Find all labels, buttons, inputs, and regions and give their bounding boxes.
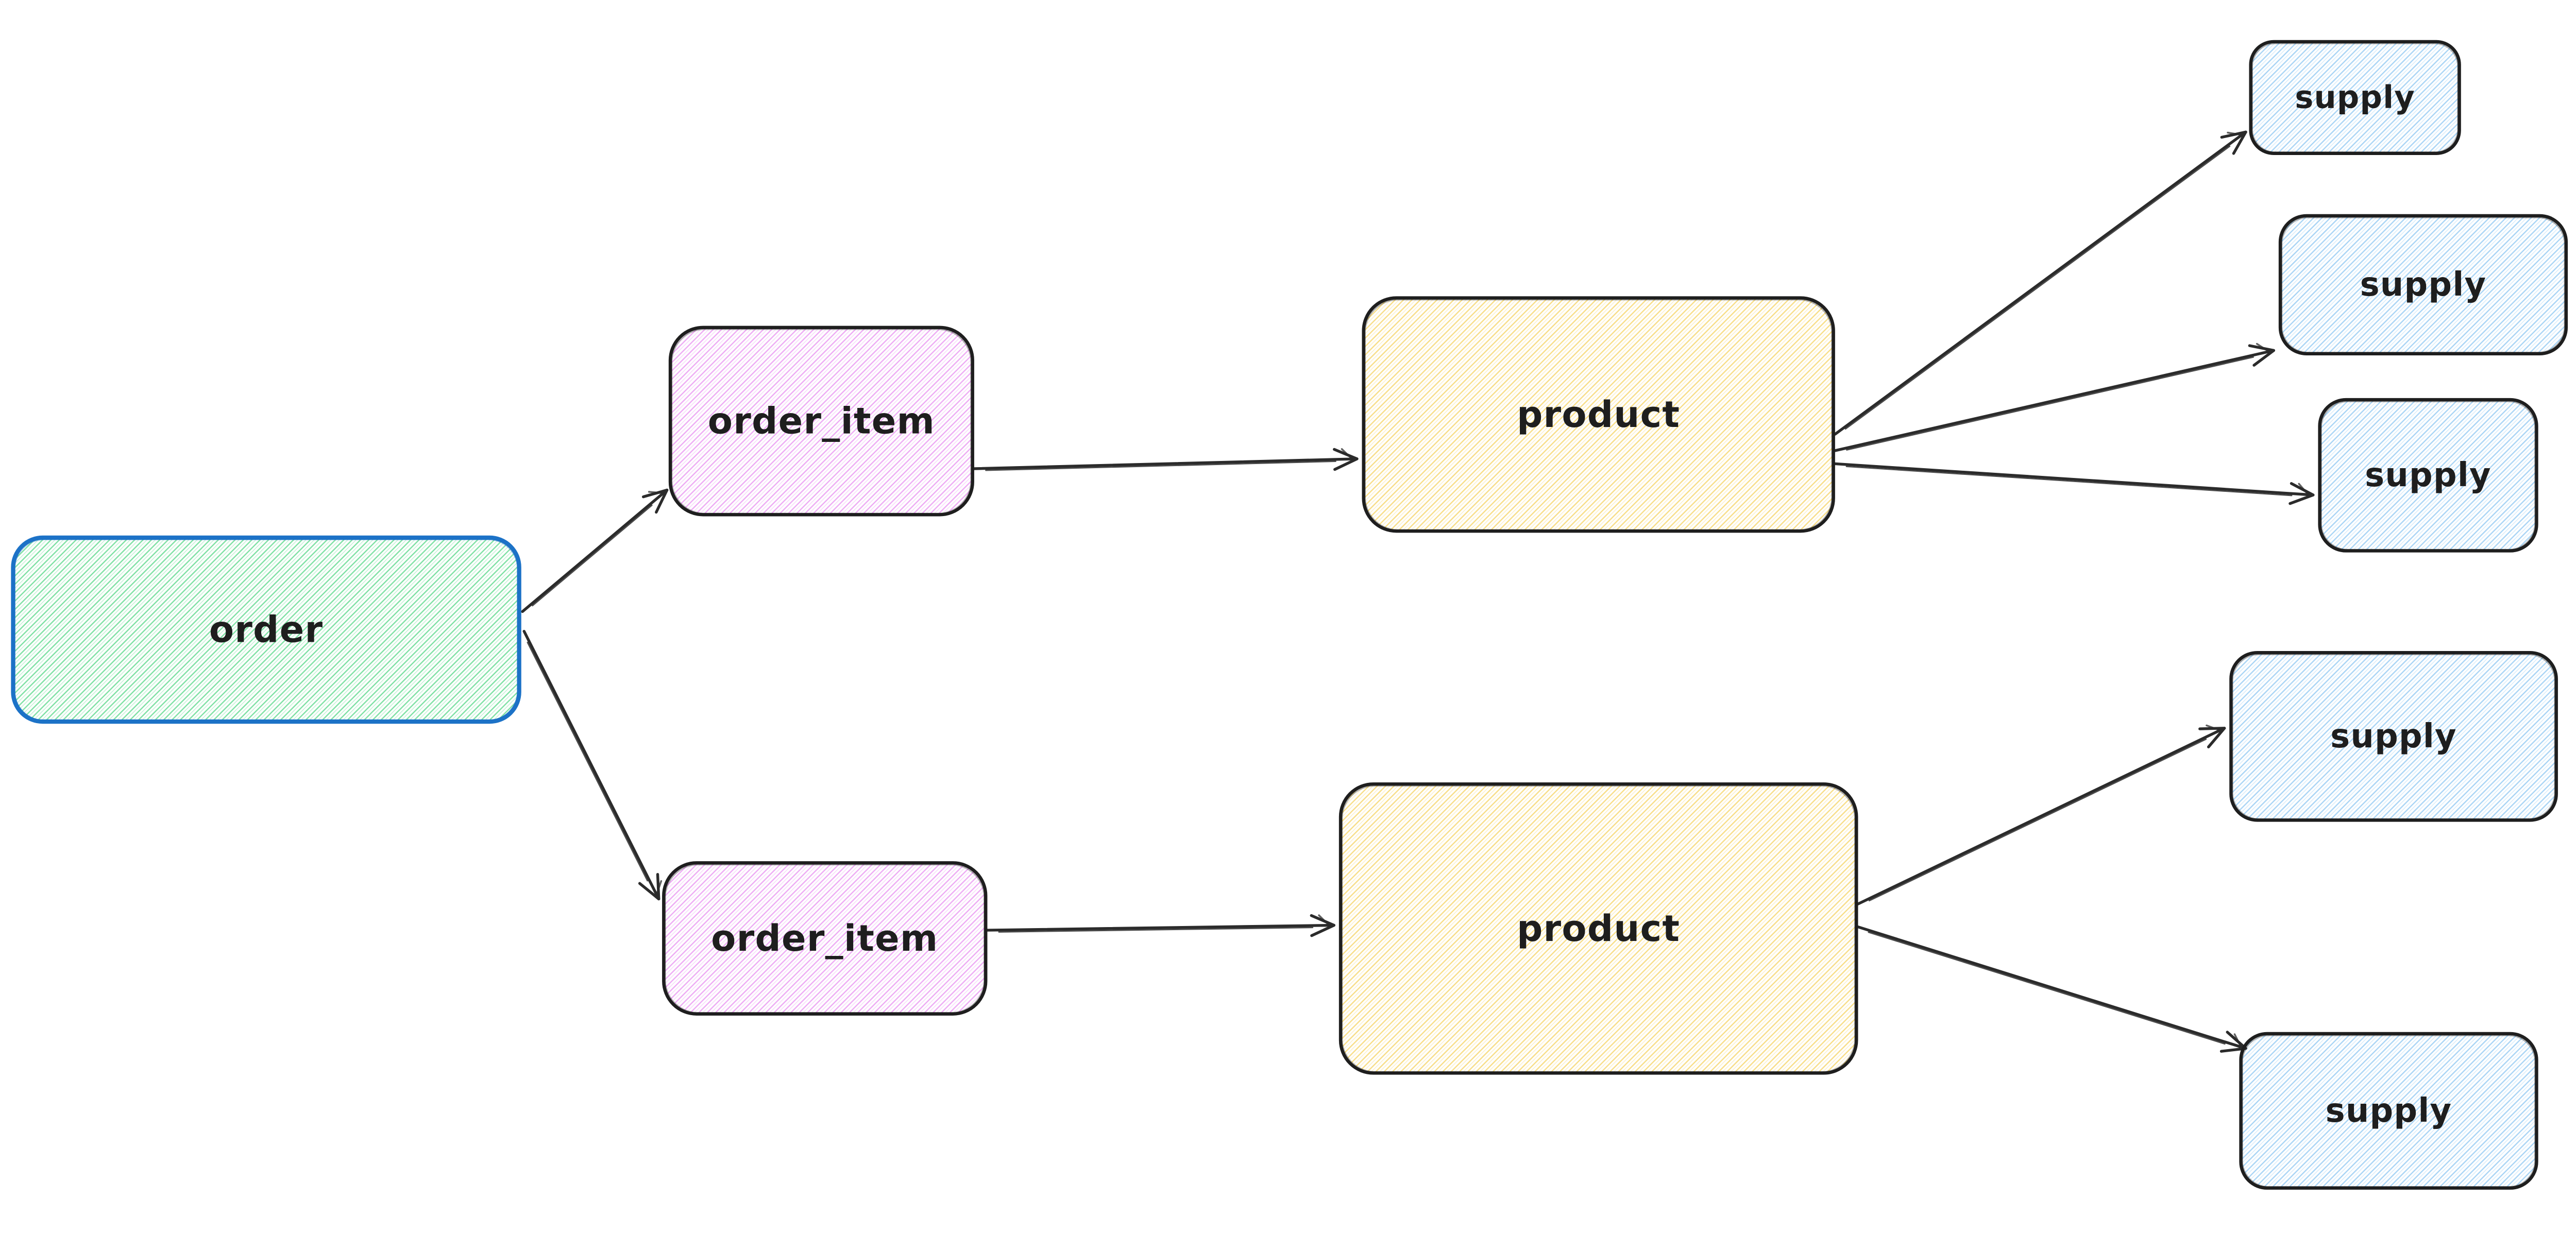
edge-product-1-to-supply-1 [1834, 130, 2247, 436]
node-layer: orderorder_itemorder_itemproductproducts… [11, 40, 2568, 1190]
node-label-supply-5: supply [2326, 1092, 2452, 1130]
node-label-order-item-2: order_item [711, 917, 938, 960]
node-label-supply-4: supply [2330, 717, 2457, 756]
node-supply-2[interactable]: supply [2278, 214, 2568, 355]
node-label-product-1: product [1517, 393, 1680, 436]
node-label-supply-1: supply [2295, 79, 2415, 115]
node-label-supply-2: supply [2360, 266, 2487, 304]
node-label-product-2: product [1517, 907, 1680, 950]
edge-order-to-order-item-1 [521, 488, 669, 613]
edge-product-1-to-supply-3 [1834, 462, 2315, 505]
node-product-1[interactable]: product [1362, 296, 1835, 533]
node-label-supply-3: supply [2365, 456, 2492, 494]
node-supply-1[interactable]: supply [2249, 40, 2461, 155]
edge-order-item-1-to-product-1 [973, 448, 1359, 471]
node-supply-3[interactable]: supply [2318, 398, 2538, 553]
edge-order-item-2-to-product-2 [986, 914, 1335, 937]
node-supply-5[interactable]: supply [2239, 1032, 2538, 1190]
node-order-item-2[interactable]: order_item [662, 861, 988, 1016]
edge-product-2-to-supply-5 [1856, 925, 2247, 1053]
node-order[interactable]: order [11, 535, 521, 724]
edge-order-to-order-item-2 [522, 629, 663, 901]
node-order-item-1[interactable]: order_item [668, 326, 974, 517]
edge-layer [521, 130, 2315, 1053]
node-label-order-item-1: order_item [708, 400, 935, 442]
node-product-2[interactable]: product [1338, 782, 1858, 1075]
edge-product-2-to-supply-4 [1856, 724, 2226, 905]
edge-product-1-to-supply-2 [1834, 342, 2275, 452]
node-supply-4[interactable]: supply [2229, 650, 2558, 822]
node-label-order: order [209, 609, 324, 651]
